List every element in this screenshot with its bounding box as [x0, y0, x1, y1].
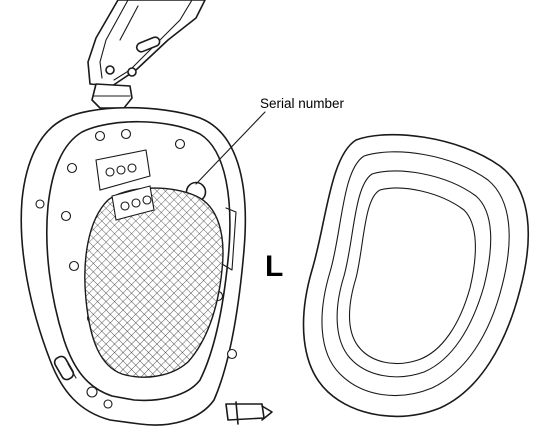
ear-pad — [302, 133, 529, 418]
serial-number-leader-line — [195, 111, 266, 185]
yoke — [91, 83, 133, 109]
headband — [87, 0, 206, 87]
serial-number-label: Serial number — [260, 96, 345, 111]
earcup-left — [20, 106, 273, 426]
side-indicator-label: L — [265, 250, 283, 283]
